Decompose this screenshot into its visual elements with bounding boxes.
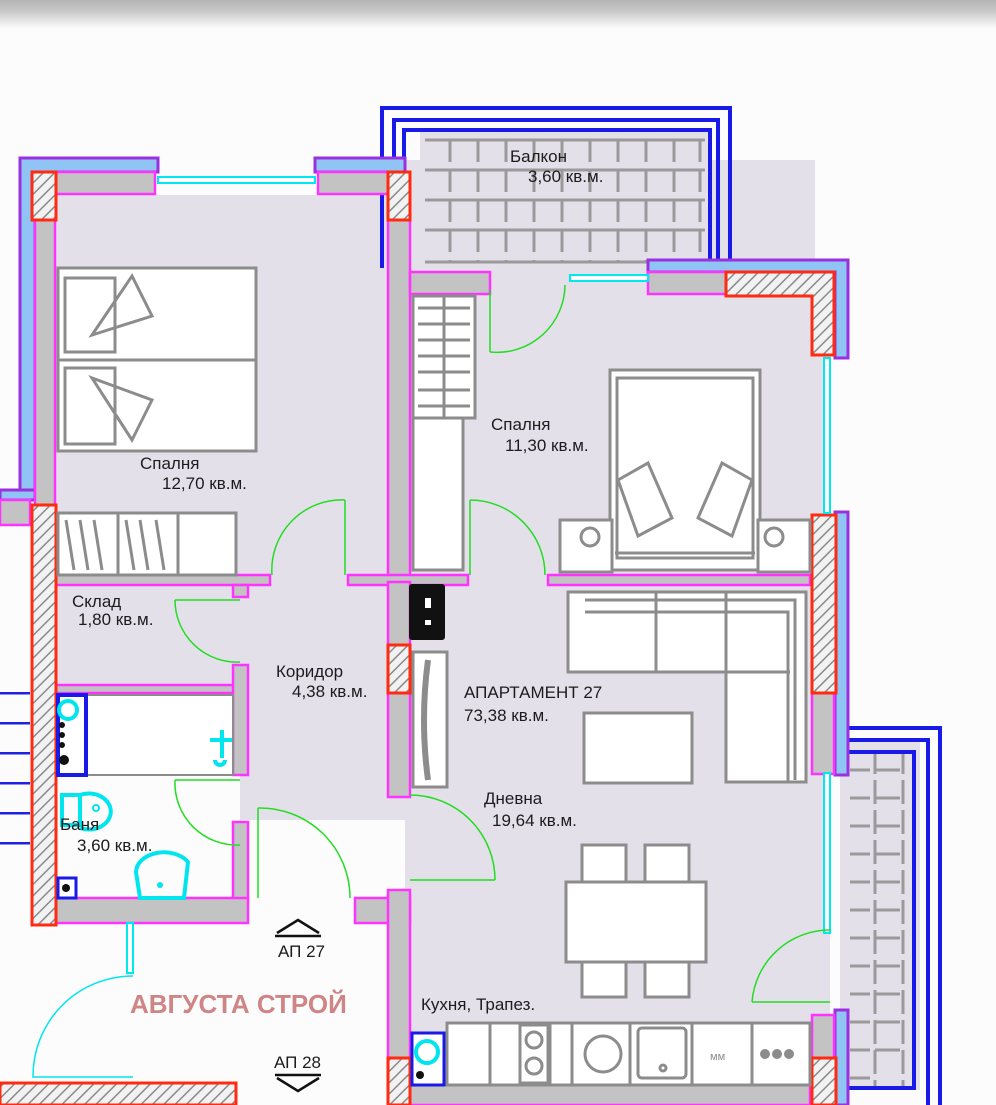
- bedroom-left-area: 12,70 кв.м.: [162, 474, 247, 493]
- bed-double-right: [558, 368, 812, 574]
- fridge: [411, 650, 449, 789]
- bathroom-name: Баня: [60, 815, 99, 834]
- wardrobe-right: [411, 294, 477, 572]
- structural-columns: [0, 170, 838, 1105]
- living-name: Дневна: [484, 789, 543, 808]
- walls: [0, 170, 836, 1105]
- corridor-area: 4,38 кв.м.: [292, 682, 367, 701]
- balcony-tiles: [425, 138, 705, 264]
- storage-area: 1,80 кв.м.: [78, 610, 153, 629]
- kitchen-name: Кухня, Трапез.: [421, 995, 535, 1014]
- watermark: АВГУСТА СТРОЙ: [130, 989, 347, 1019]
- balcony-name: Балкон: [510, 147, 567, 166]
- top-shadow-bar: [0, 0, 996, 28]
- electrical-panel: [409, 584, 445, 640]
- apartment-name: АПАРТАМЕНТ 27: [464, 683, 602, 702]
- bathtub: [56, 693, 234, 777]
- entrance-ap27-label: АП 27: [278, 942, 325, 961]
- balcony-top: [380, 106, 732, 268]
- toilet: [60, 791, 113, 832]
- bedroom-right-name: Спалня: [491, 415, 550, 434]
- stair-rail-left: [0, 692, 30, 845]
- boiler-kitchen: [410, 1031, 446, 1087]
- balcony-area: 3,60 кв.м.: [528, 167, 603, 186]
- bedroom-right-area: 11,30 кв.м.: [505, 436, 589, 455]
- appliance-label: мм: [710, 1051, 725, 1063]
- living-area: 19,64 кв.м.: [492, 811, 577, 830]
- apartment-area: 73,38 кв.м.: [464, 706, 549, 725]
- balcony-right: [848, 726, 942, 1105]
- door-swings: [32, 284, 831, 1078]
- bed-double-left: [56, 266, 258, 453]
- windows: [126, 176, 831, 974]
- sink: [133, 850, 191, 900]
- room-labels: Балкон 3,60 кв.м. Спалня 12,70 кв.м. Спа…: [60, 147, 603, 1072]
- bedroom-left-name: Спалня: [140, 454, 199, 473]
- entrance-ap27-arrow-icon: [275, 918, 321, 938]
- coffee-table: [582, 711, 694, 785]
- storage-name: Склад: [72, 592, 121, 611]
- entrance-ap28-label: АП 28: [274, 1053, 321, 1072]
- dining-table: [564, 843, 708, 999]
- bathroom-area: 3,60 кв.м.: [77, 836, 152, 855]
- entrance-ap28-arrow-icon: [275, 1073, 321, 1093]
- corridor-name: Коридор: [276, 662, 343, 681]
- wardrobe-left: [56, 511, 238, 577]
- corner-sofa: [566, 590, 808, 784]
- kitchen-counter: мм: [445, 1021, 812, 1087]
- boiler-bath: [56, 876, 78, 900]
